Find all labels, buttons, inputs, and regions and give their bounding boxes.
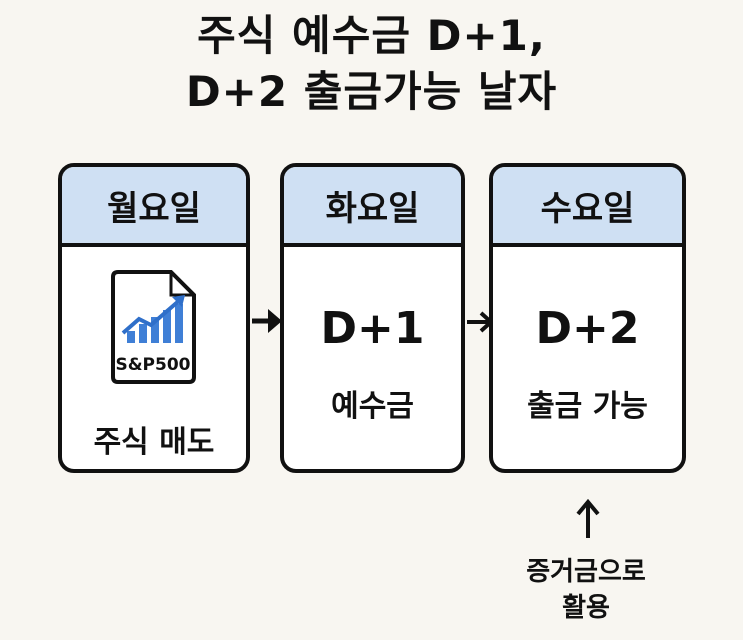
day-card-header: 월요일	[62, 167, 246, 247]
margin-note: 증거금으로 활용	[486, 554, 686, 626]
day-card-body: D+2 출금 가능	[493, 247, 682, 469]
margin-note-line-2: 활용	[562, 593, 610, 623]
sell-label: 주식 매도	[93, 425, 215, 460]
arrow-right-icon	[252, 309, 282, 333]
margin-note-line-1: 증거금으로	[526, 557, 646, 587]
settlement-caption: 예수금	[331, 389, 414, 424]
day-card-wednesday: 수요일 D+2 출금 가능	[489, 163, 686, 473]
arrow-up-icon	[576, 498, 600, 538]
title-line-2: D+2 출금가능 날자	[185, 67, 558, 116]
day-card-monday: 월요일 S&P500 주식 매도	[58, 163, 250, 473]
settlement-caption: 출금 가능	[527, 389, 648, 424]
day-card-tuesday: 화요일 D+1 예수금	[280, 163, 465, 473]
day-card-header: 화요일	[284, 167, 461, 247]
stock-chart-document-icon	[111, 270, 196, 384]
settlement-day-label: D+2	[535, 303, 640, 354]
title-line-1: 주식 예수금 D+1,	[197, 11, 546, 60]
day-card-body: D+1 예수금	[284, 247, 461, 469]
doc-label: S&P500	[115, 355, 191, 375]
day-card-body: S&P500 주식 매도	[62, 247, 246, 469]
page-title: 주식 예수금 D+1, D+2 출금가능 날자	[0, 8, 743, 120]
settlement-day-label: D+1	[320, 303, 425, 354]
day-card-header: 수요일	[493, 167, 682, 247]
